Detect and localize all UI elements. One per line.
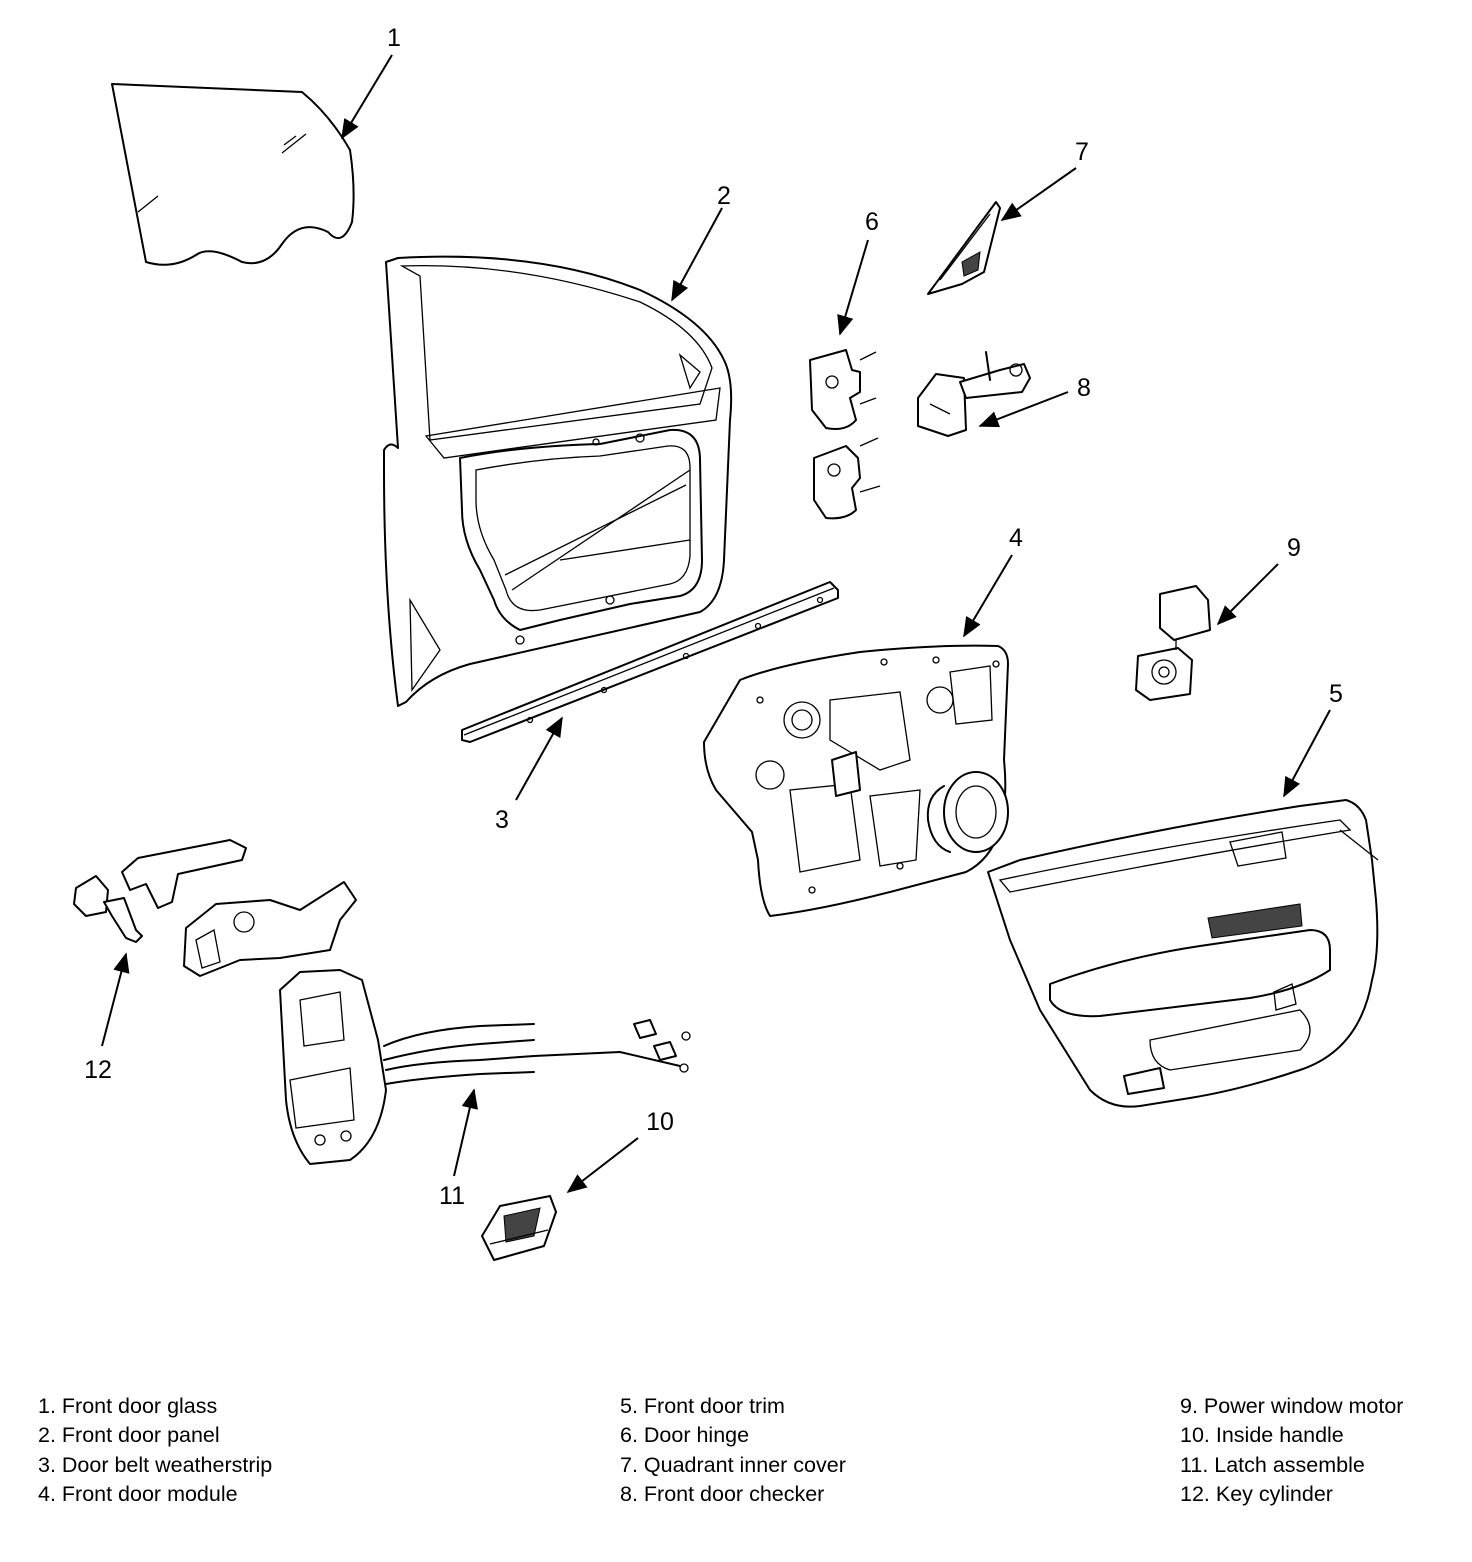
legend-item: 2. Front door panel	[38, 1423, 220, 1448]
door-belt-weatherstrip-part	[461, 581, 839, 743]
front-door-checker-part	[917, 351, 1031, 437]
arrow-9	[1216, 563, 1279, 626]
legend-column-3: 9. Power window motor 10. Inside handle …	[1180, 1392, 1403, 1509]
legend-item: 10. Inside handle	[1180, 1423, 1344, 1448]
legend-item: 8. Front door checker	[620, 1481, 825, 1506]
arrow-3	[515, 716, 563, 801]
legend-column-1: 1. Front door glass 2. Front door panel …	[38, 1392, 272, 1509]
arrow-11	[453, 1088, 478, 1177]
callout-3: 3	[495, 806, 509, 834]
legend-item: 6. Door hinge	[620, 1423, 750, 1448]
arrow-2	[671, 207, 723, 302]
callout-8: 8	[1077, 374, 1091, 402]
callout-1: 1	[387, 24, 401, 52]
callout-12: 12	[84, 1056, 112, 1084]
legend-item: 7. Quadrant inner cover	[620, 1452, 846, 1477]
legend-item: 3. Door belt weatherstrip	[38, 1452, 273, 1477]
callout-9: 9	[1287, 534, 1301, 562]
exploded-door-diagram: 1 2 3 4 5 6 7 8 9 10 11 12	[73, 24, 1379, 1261]
front-door-module-part	[703, 644, 1009, 917]
quadrant-inner-cover-part	[927, 201, 1001, 295]
power-window-motor-part	[1135, 585, 1211, 701]
door-hinge-part	[809, 349, 881, 520]
legend-column-2: 5. Front door trim 6. Door hinge 7. Quad…	[620, 1392, 846, 1509]
arrow-5	[1283, 709, 1331, 798]
front-door-panel-part	[383, 255, 733, 707]
legend-item: 5. Front door trim	[620, 1394, 785, 1418]
legend-item: 9. Power window motor	[1180, 1394, 1404, 1418]
arrow-1	[341, 54, 393, 140]
legend-item: 11. Latch assemble	[1180, 1452, 1365, 1477]
arrow-8	[978, 391, 1069, 428]
arrow-4	[963, 554, 1013, 638]
arrow-12	[101, 952, 130, 1047]
legend-item: 12. Key cylinder	[1180, 1481, 1333, 1506]
arrow-10	[566, 1137, 639, 1194]
callout-6: 6	[865, 208, 879, 236]
arrow-7	[1000, 167, 1077, 221]
legend-item: 1. Front door glass	[38, 1394, 218, 1418]
latch-assemble-part	[279, 969, 691, 1165]
front-door-glass-part	[111, 83, 355, 266]
callout-5: 5	[1329, 680, 1343, 708]
callout-11: 11	[439, 1182, 465, 1210]
front-door-trim-part	[987, 799, 1379, 1108]
inside-handle-part	[481, 1195, 557, 1261]
parts-legend: 1. Front door glass 2. Front door panel …	[0, 1392, 1472, 1532]
callout-2: 2	[717, 182, 731, 210]
callout-7: 7	[1075, 138, 1089, 166]
legend-item: 4. Front door module	[38, 1481, 238, 1506]
key-cylinder-part	[73, 839, 357, 977]
callout-4: 4	[1009, 524, 1023, 552]
callout-10: 10	[646, 1108, 674, 1136]
arrow-6	[837, 239, 869, 336]
leader-arrows	[101, 54, 1331, 1194]
